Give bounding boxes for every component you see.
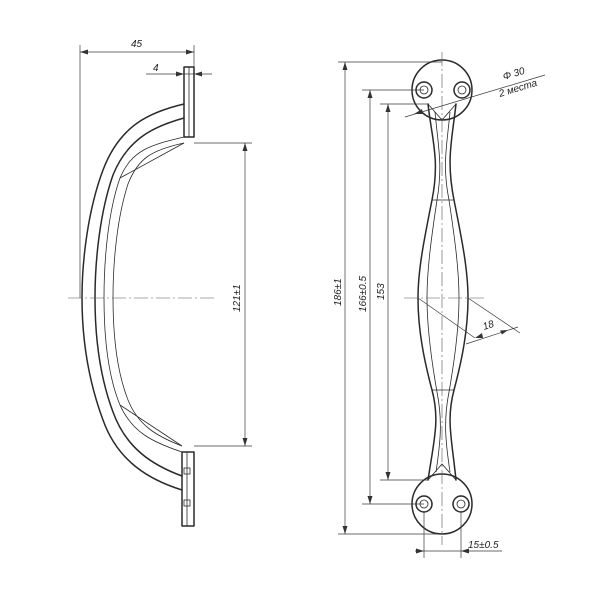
dim-handle-length: 153 xyxy=(376,103,428,481)
dim-grip-width: 18 xyxy=(417,297,521,345)
bottom-flange xyxy=(181,451,195,527)
dim-base-diameter-label: Φ 30 xyxy=(502,66,527,83)
side-view: 45 4 121±1 xyxy=(68,39,252,527)
grip-body xyxy=(417,103,469,481)
dim-base-width-label: 15±0.5 xyxy=(468,540,499,551)
dim-handle-length-label: 153 xyxy=(376,283,387,300)
top-flange xyxy=(183,66,195,138)
dim-flange: 4 xyxy=(146,63,212,77)
dim-inner-length: 121±1 xyxy=(194,142,252,447)
front-view: 186±1 166±0.5 153 18 xyxy=(333,52,546,558)
dim-base-width: 15±0.5 xyxy=(415,512,502,558)
dim-total-length-label: 186±1 xyxy=(333,278,344,306)
dim-mount-pitch-label: 166±0.5 xyxy=(358,275,369,312)
dim-width: 45 xyxy=(79,39,195,298)
dim-grip-width-label: 18 xyxy=(482,319,496,333)
dim-base-count-label: 2 места xyxy=(497,78,539,100)
dim-flange-label: 4 xyxy=(153,63,159,74)
handle-body-side xyxy=(81,103,185,491)
dim-mount-pitch: 166±0.5 xyxy=(358,89,424,505)
dim-width-label: 45 xyxy=(131,39,143,50)
dim-inner-length-label: 121±1 xyxy=(232,284,243,312)
dim-base-diameter: Φ 30 2 места xyxy=(404,66,546,118)
dim-total-length: 186±1 xyxy=(333,61,442,535)
